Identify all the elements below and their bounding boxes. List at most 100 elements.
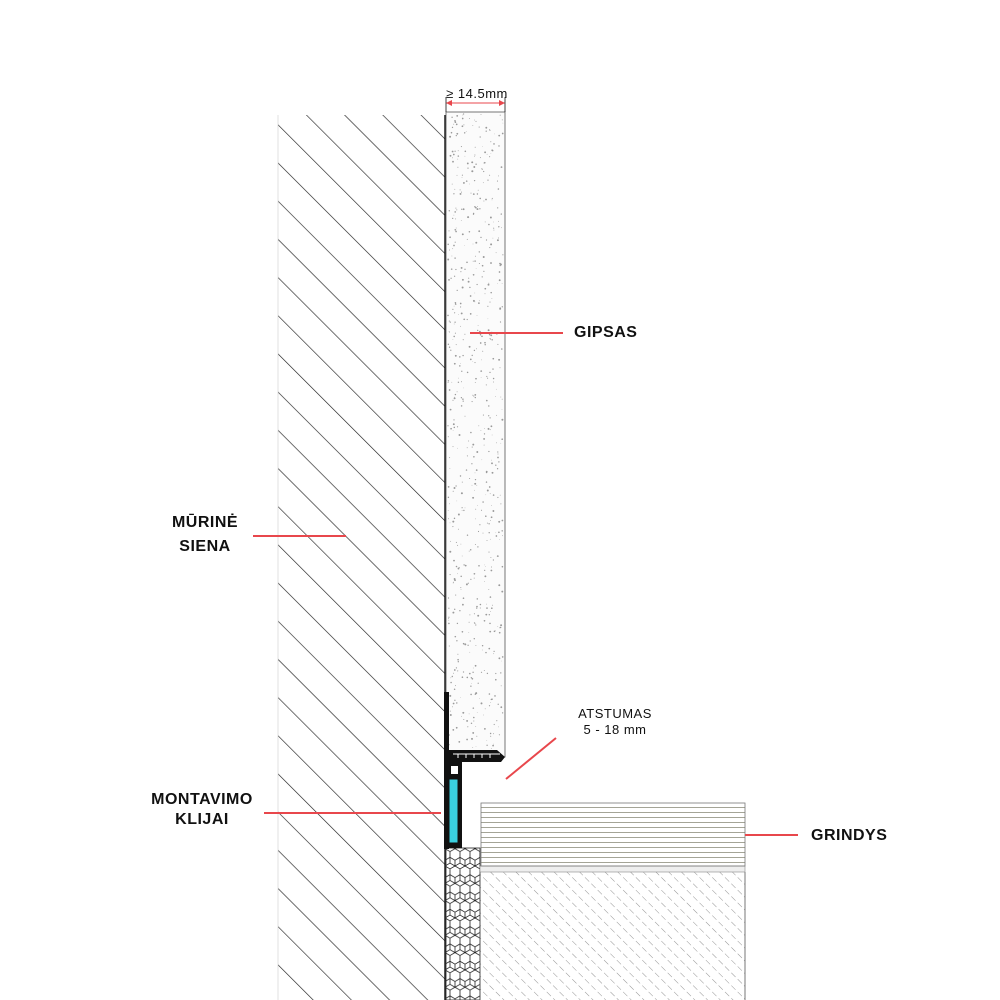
plaster-speckle [496, 720, 498, 722]
plaster-speckle [496, 282, 498, 284]
plaster-speckle [467, 216, 470, 219]
plaster-speckle [501, 283, 503, 284]
plaster-speckle [473, 395, 475, 397]
plaster-speckle [460, 381, 463, 383]
plaster-speckle [447, 518, 449, 520]
plaster-speckle [453, 517, 456, 520]
plaster-speckle [466, 455, 468, 457]
plaster-speckle [480, 114, 482, 116]
plaster-speckle [459, 189, 461, 191]
plaster-speckle [457, 155, 460, 157]
plaster-speckle [482, 414, 484, 416]
plaster-speckle [457, 447, 458, 449]
plaster-speckle [472, 243, 474, 245]
plaster-speckle [490, 243, 493, 246]
plaster-speckle [497, 207, 499, 209]
plaster-speckle [469, 477, 471, 480]
plaster-speckle [459, 610, 461, 612]
plaster-speckle [451, 706, 453, 708]
plaster-speckle [453, 672, 455, 674]
plaster-speckle [449, 468, 451, 469]
plaster-speckle [486, 744, 488, 746]
plaster-speckle [474, 394, 477, 396]
plaster-speckle [475, 692, 478, 695]
plaster-speckle [450, 277, 452, 279]
plaster-speckle [491, 197, 493, 199]
plaster-speckle [453, 396, 455, 398]
label-plaster: GIPSAS [574, 324, 638, 341]
plaster-speckle [501, 660, 502, 662]
plaster-speckle [449, 522, 451, 524]
plaster-speckle [475, 518, 476, 520]
plaster-speckle [488, 523, 490, 525]
plaster-speckle [450, 131, 453, 134]
plaster-speckle [472, 299, 475, 302]
plaster-speckle [449, 714, 452, 716]
plaster-speckle [493, 630, 496, 633]
plaster-speckle [462, 339, 464, 341]
plaster-speckle [501, 132, 504, 135]
plaster-speckle [476, 598, 479, 600]
plaster-speckle [474, 381, 476, 383]
plaster-speckle [479, 607, 481, 609]
plaster-speckle [480, 671, 483, 673]
plaster-speckle [448, 320, 450, 322]
plaster-speckle [471, 446, 473, 448]
label-gap: ATSTUMAS 5 - 18 mm [570, 706, 660, 739]
plaster-speckle [495, 396, 496, 397]
plaster-speckle [473, 349, 476, 352]
plaster-speckle [469, 614, 471, 616]
plaster-speckle [485, 471, 488, 474]
plaster-speckle [485, 566, 486, 567]
plaster-speckle [465, 583, 468, 586]
plaster-speckle [456, 640, 458, 642]
plaster-speckle [457, 166, 459, 168]
plaster-speckle [493, 743, 494, 745]
plaster-speckle [449, 457, 451, 459]
plaster-speckle [478, 251, 481, 253]
plaster-speckle [500, 672, 502, 674]
plaster-speckle [491, 604, 493, 606]
plaster-speckle [474, 482, 477, 485]
plaster-speckle [477, 329, 479, 332]
plaster-speckle [472, 170, 474, 172]
plaster-speckle [484, 151, 487, 154]
plaster-speckle [464, 245, 465, 246]
plaster-speckle [485, 515, 487, 517]
plaster-speckle [473, 622, 475, 624]
plaster-speckle [452, 446, 454, 448]
plaster-speckle [486, 672, 489, 675]
plaster-speckle [495, 388, 497, 390]
plaster-speckle [491, 199, 493, 201]
plaster-speckle [501, 418, 504, 421]
plaster-speckle [478, 262, 480, 265]
plaster-speckle [452, 157, 454, 159]
plaster-speckle [485, 130, 487, 132]
plaster-speckle [472, 125, 474, 126]
plaster-speckle [470, 192, 472, 194]
plaster-speckle [448, 616, 450, 618]
plaster-speckle [479, 524, 481, 526]
plaster-speckle [469, 313, 472, 315]
plaster-speckle [488, 647, 491, 650]
plaster-speckle [476, 451, 479, 453]
plaster-speckle [475, 163, 477, 165]
plaster-speckle [489, 129, 491, 131]
plaster-speckle [487, 377, 489, 379]
plaster-speckle [499, 626, 502, 629]
plaster-speckle [464, 415, 466, 417]
plaster-speckle [468, 230, 471, 233]
plaster-speckle [461, 125, 464, 128]
plaster-speckle [496, 442, 498, 444]
plaster-speckle [484, 708, 486, 710]
plaster-speckle [500, 396, 502, 398]
leader-gap [505, 737, 557, 780]
plaster-speckle [490, 569, 493, 572]
plaster-speckle [487, 179, 489, 181]
plaster-speckle [489, 371, 491, 374]
plaster-speckle [460, 146, 462, 148]
plaster-speckle [461, 510, 463, 511]
plaster-speckle [479, 208, 481, 210]
plaster-speckle [490, 334, 493, 337]
